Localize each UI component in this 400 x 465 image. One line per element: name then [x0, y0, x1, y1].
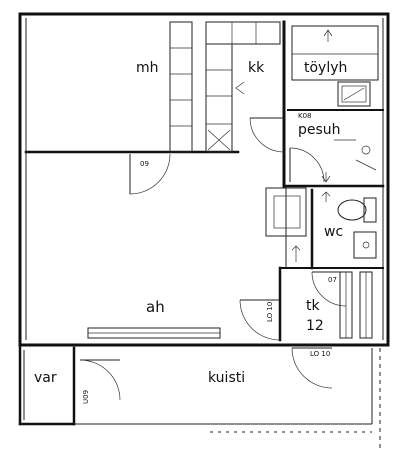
interior-walls [24, 20, 385, 342]
room-label-mh: mh [136, 60, 159, 76]
room-area-tk: 12 [306, 318, 324, 334]
room-label-tk: tk [306, 298, 320, 314]
kitchen-cabinets [169, 21, 281, 153]
door-code-mh: 09 [140, 160, 149, 168]
door-code-kuisti: LO 10 [310, 350, 330, 358]
shower [321, 139, 377, 183]
room-label-wc: wc [324, 224, 343, 240]
room-label-ah: ah [146, 298, 165, 316]
room-label-kk: kk [248, 60, 265, 76]
wc-fixtures [291, 191, 377, 262]
room-label-toylyh: töylyh [304, 60, 347, 76]
sauna-benches [291, 25, 379, 107]
door-code-pesuh: K08 [298, 112, 312, 120]
outer-walls [18, 12, 390, 347]
door-code-tk: LO 10 [266, 302, 274, 322]
door-code-wc: 07 [328, 276, 337, 284]
fireplace [265, 187, 307, 237]
door-code-var: U09 [82, 390, 90, 404]
doors [79, 117, 347, 401]
porch-walls [18, 327, 381, 450]
closet-shelving [339, 271, 373, 339]
room-label-var: var [34, 370, 57, 386]
room-label-pesuh: pesuh [298, 122, 341, 138]
room-label-kuisti: kuisti [208, 370, 245, 386]
